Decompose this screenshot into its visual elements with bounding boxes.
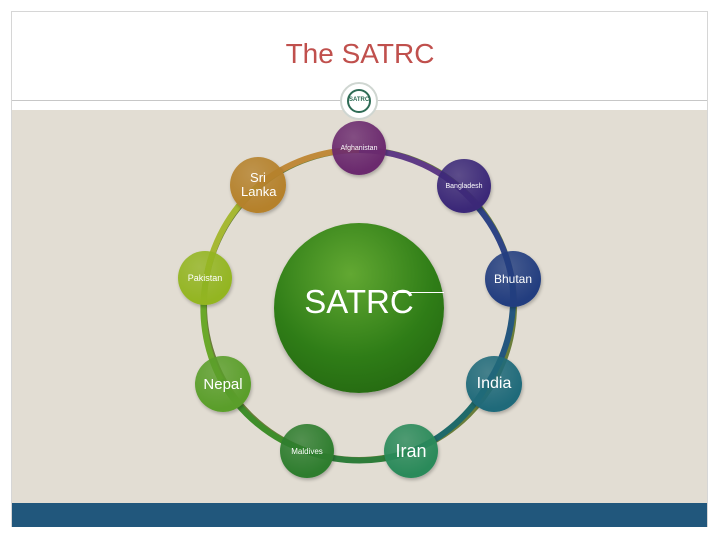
node-label: Iran xyxy=(395,440,427,461)
node-label: Pakistan xyxy=(187,273,223,283)
node-nepal: Nepal xyxy=(195,356,251,412)
node-afghanistan: Afghanistan xyxy=(332,121,386,175)
footer-bar xyxy=(12,503,707,527)
logo-ring: SATRC xyxy=(347,89,371,113)
node-label: Bhutan xyxy=(493,272,533,286)
node-bhutan: Bhutan xyxy=(485,251,541,307)
node-label: Afghanistan xyxy=(340,144,378,152)
node-label: Nepal xyxy=(203,375,243,393)
node-sri-lanka: Sri Lanka xyxy=(230,157,286,213)
center-accent-line xyxy=(393,292,444,293)
node-label: Sri Lanka xyxy=(241,170,277,199)
node-pakistan: Pakistan xyxy=(178,251,232,305)
slide-title: The SATRC xyxy=(285,38,435,69)
node-label: Bangladesh xyxy=(445,182,483,190)
satrc-center-circle xyxy=(274,223,444,393)
logo-text: SATRC xyxy=(349,97,370,103)
satrc-center-label: SATRC xyxy=(304,283,414,320)
node-label: Maldives xyxy=(291,446,323,456)
satrc-logo: SATRC xyxy=(340,82,378,120)
node-maldives: Maldives xyxy=(280,424,334,478)
node-india: India xyxy=(466,356,522,412)
node-bangladesh: Bangladesh xyxy=(437,159,491,213)
node-iran: Iran xyxy=(384,424,438,478)
node-label: India xyxy=(476,375,512,392)
